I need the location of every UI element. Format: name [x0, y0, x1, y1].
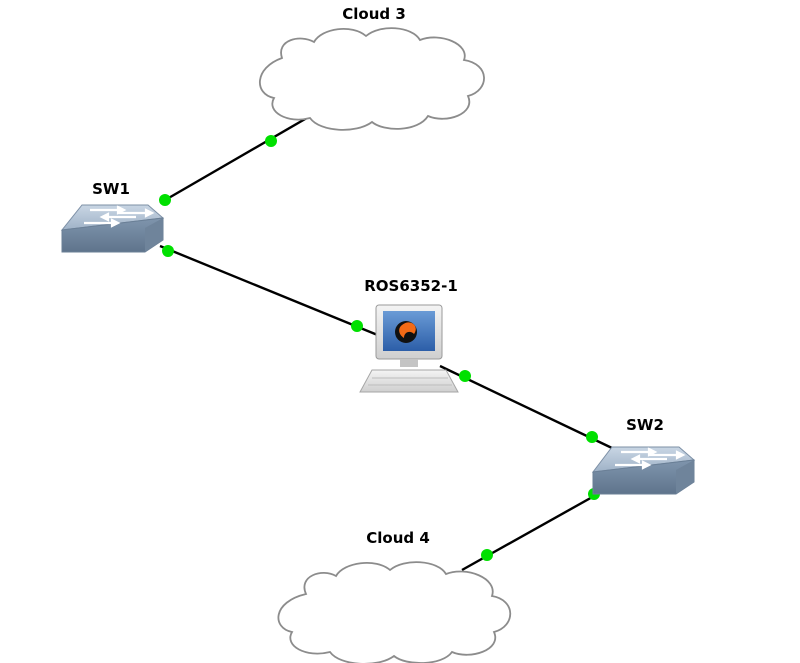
link-status-dot [159, 194, 171, 206]
link-status-dot [481, 549, 493, 561]
node-label: Cloud 4 [366, 529, 430, 547]
link-status-dot [162, 245, 174, 257]
node-cloud-4[interactable]: Cloud 4 [277, 529, 512, 663]
cloud-icon [258, 27, 485, 131]
node-label: SW1 [92, 180, 130, 198]
node-ros6352-1[interactable]: ROS6352-1 [359, 277, 459, 393]
cloud-icon [277, 561, 512, 663]
node-label: ROS6352-1 [364, 277, 458, 295]
link-sw1-ros6352-1[interactable] [159, 244, 381, 338]
node-cloud-3[interactable]: Cloud 3 [258, 5, 485, 131]
node-label: Cloud 3 [342, 5, 406, 23]
ethernet-switch-icon [60, 204, 165, 253]
link-status-dot [586, 431, 598, 443]
link-status-dot [351, 320, 363, 332]
node-label: SW2 [626, 416, 664, 434]
link-status-dot [265, 135, 277, 147]
node-sw2[interactable]: SW2 [591, 416, 696, 495]
ethernet-switch-icon [591, 446, 696, 495]
link-status-dot [459, 370, 471, 382]
qemu-vm-icon [359, 304, 459, 393]
link-sw1-cloud3[interactable] [159, 113, 313, 205]
node-sw1[interactable]: SW1 [60, 180, 165, 253]
